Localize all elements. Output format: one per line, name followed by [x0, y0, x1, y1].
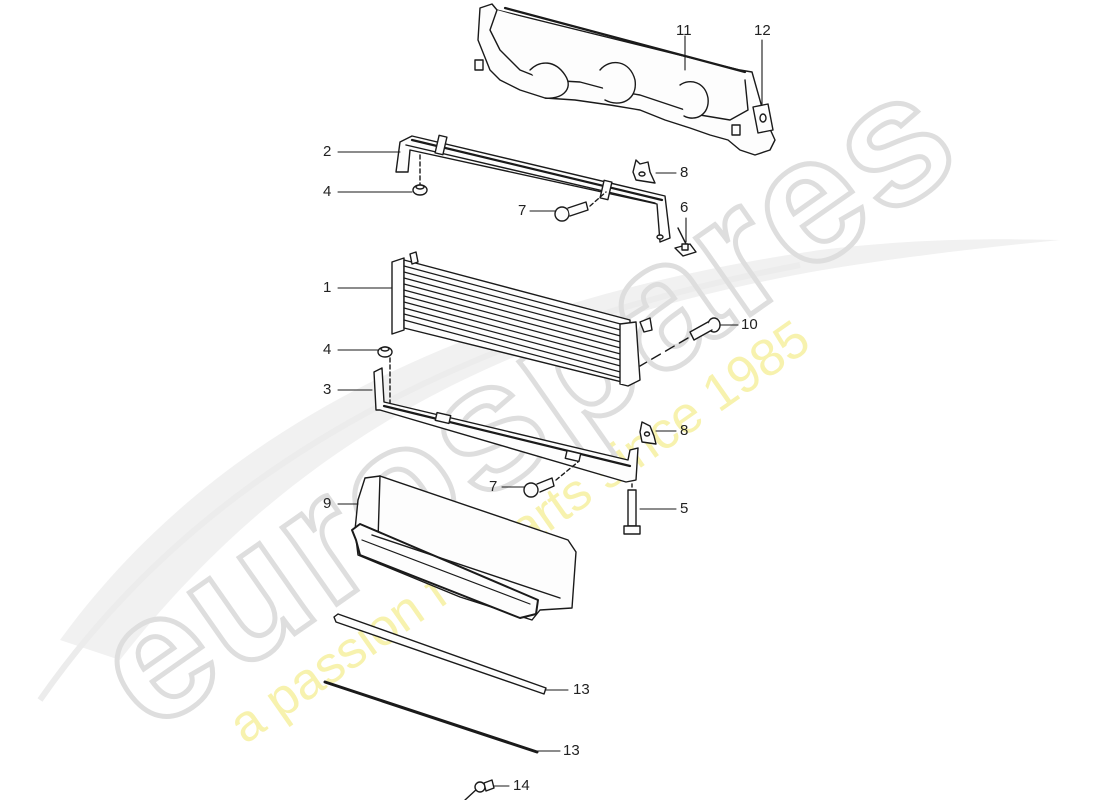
seal-strip-upper[interactable]	[333, 613, 547, 695]
callout-9: 9	[323, 495, 332, 512]
callout-7: 7	[518, 202, 527, 219]
callout-4: 4	[323, 183, 332, 200]
callout-7: 7	[489, 478, 498, 495]
bolt-cooler[interactable]	[639, 317, 721, 367]
air-duct[interactable]	[351, 475, 577, 621]
callout-5: 5	[680, 500, 689, 517]
rivet-clip[interactable]	[464, 779, 495, 800]
callout-13: 13	[563, 742, 580, 759]
oil-cooler[interactable]	[391, 251, 653, 387]
callout-13: 13	[573, 681, 590, 698]
air-guide-shroud[interactable]	[474, 3, 776, 156]
upper-bracket[interactable]	[395, 134, 671, 243]
callout-10: 10	[741, 316, 758, 333]
bolt-upper[interactable]	[554, 191, 607, 222]
leader-lines	[337, 35, 763, 787]
callout-3: 3	[323, 381, 332, 398]
rubber-grommet-upper[interactable]	[412, 154, 428, 196]
seal-strip-lower[interactable]	[323, 680, 539, 754]
clip-upper[interactable]	[632, 159, 656, 184]
callout-8: 8	[680, 164, 689, 181]
callout-2: 2	[323, 143, 332, 160]
clip-shroud[interactable]	[752, 103, 774, 134]
callout-14: 14	[513, 777, 530, 794]
speed-nut[interactable]	[674, 227, 697, 257]
callout-11: 11	[676, 22, 692, 39]
bolt-lower[interactable]	[523, 461, 579, 498]
clip-lower[interactable]	[639, 421, 657, 445]
callout-6: 6	[680, 199, 689, 216]
bolt-vertical[interactable]	[623, 483, 641, 535]
lower-bracket[interactable]	[373, 367, 639, 483]
callout-4: 4	[323, 341, 332, 358]
callout-12: 12	[754, 22, 771, 39]
rubber-grommet-lower[interactable]	[377, 346, 393, 406]
callout-1: 1	[323, 279, 332, 296]
callout-8: 8	[680, 422, 689, 439]
